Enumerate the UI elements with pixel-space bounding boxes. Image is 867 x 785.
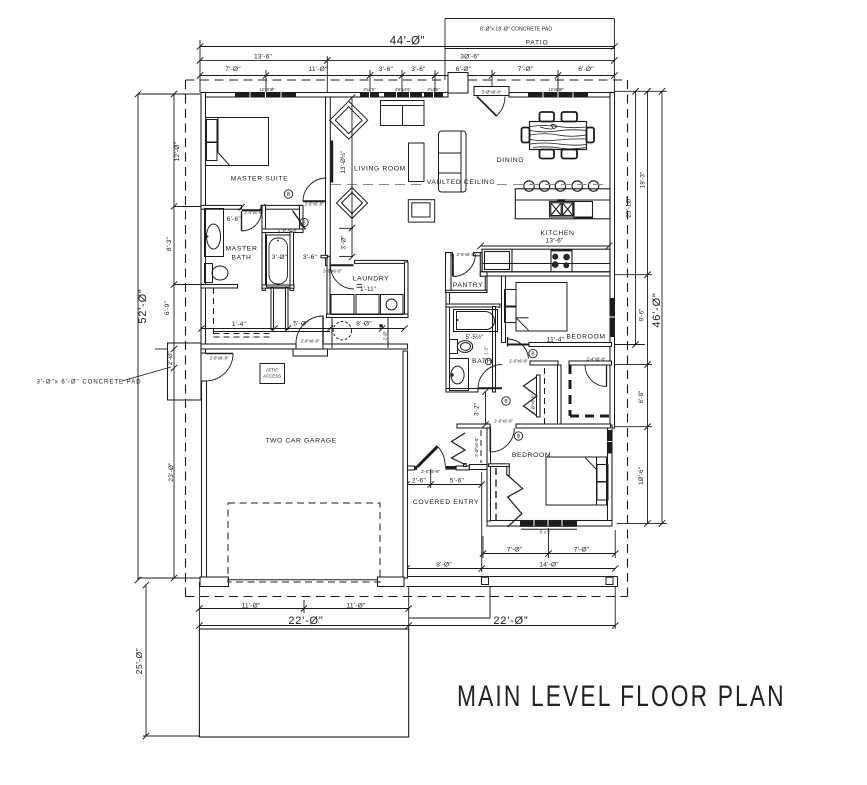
svg-text:KITCHEN: KITCHEN <box>540 230 574 237</box>
svg-text:1'-2": 1'-2" <box>484 346 489 355</box>
svg-text:ATTIC: ATTIC <box>266 368 278 373</box>
svg-text:BATH: BATH <box>231 255 251 262</box>
svg-text:2'-Ø"x6'-8": 2'-Ø"x6'-8" <box>474 437 479 457</box>
svg-text:BEDROOM: BEDROOM <box>512 452 551 459</box>
svg-text:ACCESS: ACCESS <box>263 374 281 379</box>
svg-text:B: B <box>287 192 291 198</box>
svg-text:TWO CAR GARAGE: TWO CAR GARAGE <box>265 438 336 445</box>
svg-text:B: B <box>504 399 508 405</box>
svg-text:22'-Ø": 22'-Ø" <box>288 615 323 627</box>
svg-text:5'-5½": 5'-5½" <box>465 334 483 341</box>
svg-text:BATH: BATH <box>472 358 492 365</box>
svg-text:2'-8"x6'-8": 2'-8"x6'-8" <box>301 339 320 344</box>
svg-text:MASTER SUITE: MASTER SUITE <box>231 175 288 182</box>
svg-text:8'-Ø": 8'-Ø" <box>356 321 372 328</box>
svg-text:5'-6": 5'-6" <box>450 478 465 485</box>
svg-text:12'-Ø": 12'-Ø" <box>174 141 181 161</box>
svg-text:7'-Ø": 7'-Ø" <box>518 66 534 73</box>
svg-text:19'-3": 19'-3" <box>640 172 647 188</box>
svg-text:2'-6"x6'-8": 2'-6"x6'-8" <box>323 269 342 274</box>
svg-text:12'x6'Ø": 12'x6'Ø" <box>548 87 564 92</box>
svg-text:3'-6": 3'-6" <box>303 254 318 261</box>
svg-text:25'-1Ø": 25'-1Ø" <box>626 196 633 217</box>
svg-text:2'-4"x6'-8": 2'-4"x6'-8" <box>587 357 606 362</box>
svg-text:6'-Ø": 6'-Ø" <box>578 66 594 73</box>
svg-text:3'-Ø": 3'-Ø" <box>341 235 348 249</box>
svg-text:11'-Ø": 11'-Ø" <box>347 603 366 610</box>
svg-text:5'-Ø": 5'-Ø" <box>293 321 309 328</box>
svg-text:46'-Ø": 46'-Ø" <box>651 292 663 327</box>
svg-text:7'-Ø": 7'-Ø" <box>225 66 241 73</box>
svg-text:2'-6"x6'-8": 2'-6"x6'-8" <box>305 202 324 207</box>
svg-text:23'-Ø": 23'-Ø" <box>168 462 175 482</box>
svg-text:25'-Ø": 25'-Ø" <box>134 648 144 675</box>
svg-text:COVERED ENTRY: COVERED ENTRY <box>413 499 479 506</box>
svg-text:2'-6": 2'-6" <box>412 478 427 485</box>
svg-text:8'-3": 8'-3" <box>166 236 173 251</box>
svg-text:22'-Ø": 22'-Ø" <box>493 615 528 627</box>
svg-text:11'-Ø": 11'-Ø" <box>309 66 328 73</box>
svg-text:7'-Ø": 7'-Ø" <box>507 547 523 554</box>
svg-text:1Ø'-6": 1Ø'-6" <box>638 467 645 485</box>
svg-text:1'-11": 1'-11" <box>360 286 376 293</box>
svg-text:VAULTED CEILING: VAULTED CEILING <box>427 179 495 186</box>
svg-text:LAUNDRY: LAUNDRY <box>353 276 390 283</box>
svg-text:2'-6"x6'-8": 2'-6"x6'-8" <box>494 419 513 424</box>
svg-text:11'-4": 11'-4" <box>547 337 565 344</box>
svg-text:PATIO: PATIO <box>526 40 549 47</box>
svg-text:LIVING ROOM: LIVING ROOM <box>354 166 406 173</box>
svg-text:PANTRY: PANTRY <box>453 282 484 289</box>
svg-text:BEDROOM: BEDROOM <box>566 334 605 341</box>
svg-text:MASTER: MASTER <box>226 246 258 253</box>
svg-text:11'-Ø": 11'-Ø" <box>242 603 261 610</box>
svg-text:6'-9": 6'-9" <box>164 300 171 315</box>
svg-text:6'-6": 6'-6" <box>227 216 242 223</box>
svg-text:7'-Ø": 7'-Ø" <box>574 547 590 554</box>
svg-text:2'-Ø"x6'-8": 2'-Ø"x6'-8" <box>278 228 298 233</box>
svg-text:13'-6": 13'-6" <box>546 238 564 245</box>
svg-text:2'-Ø"x6'-8": 2'-Ø"x6'-8" <box>531 394 536 414</box>
svg-text:3'-Ø"x6'-8": 3'-Ø"x6'-8" <box>482 90 502 95</box>
svg-text:2'-Ø": 2'-Ø" <box>167 351 174 365</box>
svg-text:13'-6": 13'-6" <box>254 54 272 61</box>
svg-text:14'-Ø": 14'-Ø" <box>539 562 559 569</box>
svg-text:2'-6"x6'-8": 2'-6"x6'-8" <box>509 359 528 364</box>
svg-text:B: B <box>517 434 521 440</box>
svg-text:4'6"x4'6": 4'6"x4'6" <box>395 87 411 92</box>
svg-text:3'-Ø": 3'-Ø" <box>272 254 288 261</box>
svg-text:2'-8"x6'-8": 2'-8"x6'-8" <box>421 469 440 474</box>
svg-text:B: B <box>302 221 306 227</box>
svg-text:3'-Ø"x 6'-Ø" CONCRETE PAD: 3'-Ø"x 6'-Ø" CONCRETE PAD <box>36 380 141 386</box>
svg-text:3Ø'-6": 3Ø'-6" <box>460 53 480 60</box>
svg-text:3'-6": 3'-6" <box>411 66 426 73</box>
svg-text:13'-Ø½": 13'-Ø½" <box>340 151 347 174</box>
svg-text:3'x4'6": 3'x4'6" <box>363 87 376 92</box>
svg-text:9'-6": 9'-6" <box>639 309 646 322</box>
svg-text:2'-8"x6'-8": 2'-8"x6'-8" <box>210 356 229 361</box>
svg-text:MAIN LEVEL FLOOR PLAN: MAIN LEVEL FLOOR PLAN <box>457 679 786 713</box>
svg-text:1'-4": 1'-4" <box>232 321 247 328</box>
svg-text:44'-Ø": 44'-Ø" <box>390 36 425 48</box>
svg-text:12'x5'Ø": 12'x5'Ø" <box>259 87 275 92</box>
svg-text:3'x4'6": 3'x4'6" <box>427 87 440 92</box>
svg-text:B: B <box>531 352 535 358</box>
svg-text:52'-Ø": 52'-Ø" <box>137 288 149 323</box>
svg-text:3'-2": 3'-2" <box>474 403 481 416</box>
svg-text:3'-6": 3'-6" <box>379 66 394 73</box>
svg-text:5' x 5': 5' x 5' <box>540 530 551 535</box>
svg-text:6'-9": 6'-9" <box>638 391 645 404</box>
svg-text:2'-4"x6'-8": 2'-4"x6'-8" <box>244 210 263 215</box>
svg-text:2'-Ø": 2'-Ø" <box>383 330 388 340</box>
svg-text:8'-Ø": 8'-Ø" <box>436 562 452 569</box>
svg-text:2'-6"x6'-8": 2'-6"x6'-8" <box>457 252 476 257</box>
svg-text:8'-Ø"x 18'-Ø" CONCRETE PAD: 8'-Ø"x 18'-Ø" CONCRETE PAD <box>480 27 552 33</box>
svg-text:DINING: DINING <box>497 157 524 164</box>
svg-text:6'-Ø": 6'-Ø" <box>456 66 472 73</box>
